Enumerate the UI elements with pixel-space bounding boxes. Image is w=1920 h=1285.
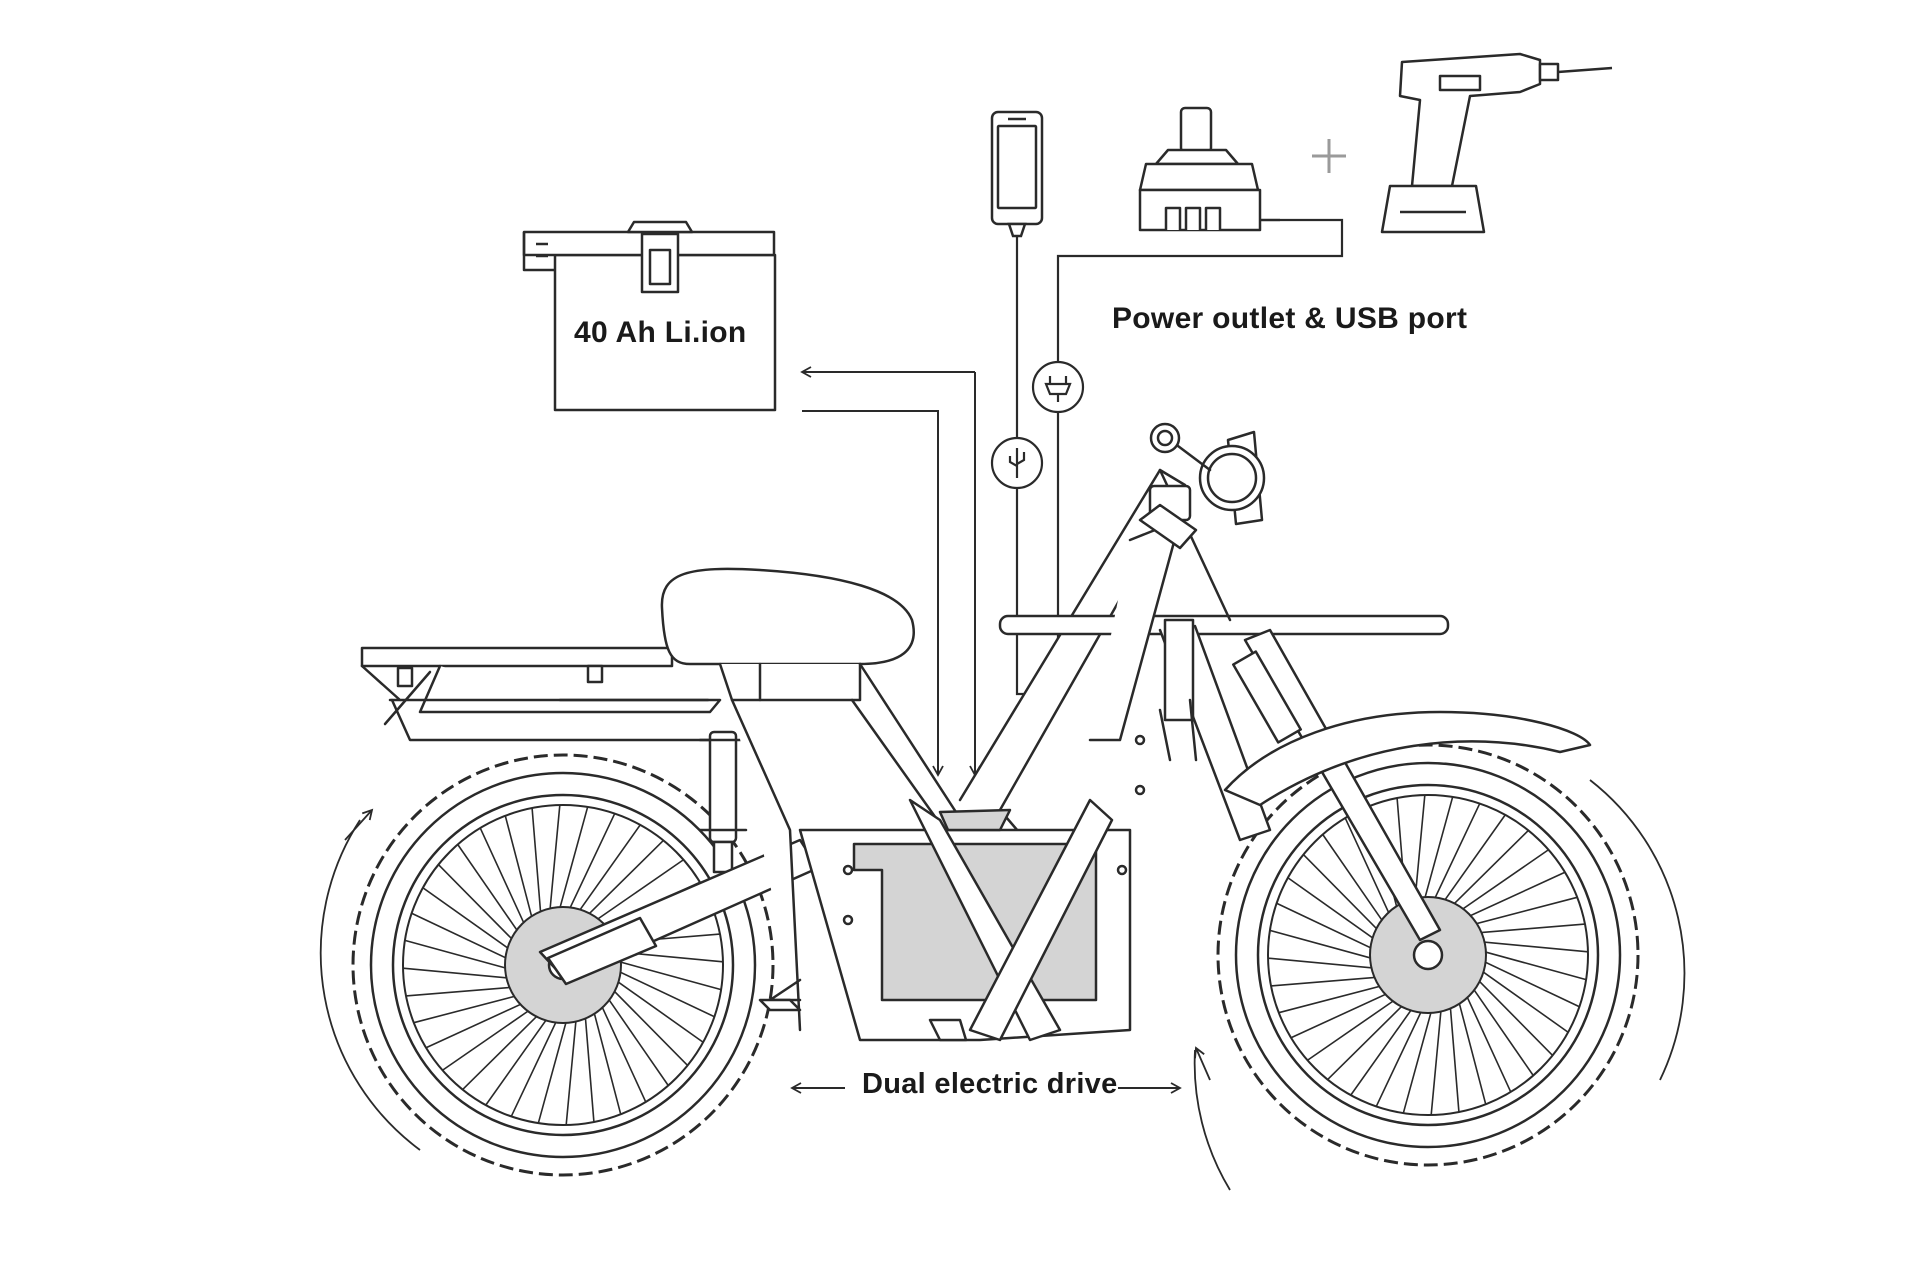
smartphone-icon bbox=[990, 110, 1044, 238]
rear-wheel bbox=[319, 753, 775, 1177]
power-outlet-label: Power outlet & USB port bbox=[1112, 302, 1468, 335]
drill-icon bbox=[1380, 52, 1613, 234]
battery-arrow-in bbox=[802, 410, 944, 777]
plus-icon bbox=[1312, 139, 1346, 173]
usb-icon bbox=[990, 436, 1044, 490]
battery-label: 40 Ah Li.ion bbox=[574, 316, 747, 349]
battery-box bbox=[522, 220, 777, 412]
battery-arrows bbox=[800, 366, 981, 777]
dual-drive-label: Dual electric drive bbox=[862, 1068, 1118, 1100]
charger-dock-icon bbox=[1138, 106, 1280, 232]
bike-frame bbox=[360, 422, 1592, 1042]
plug-icon bbox=[1031, 360, 1085, 414]
front-wheel bbox=[1193, 743, 1686, 1191]
